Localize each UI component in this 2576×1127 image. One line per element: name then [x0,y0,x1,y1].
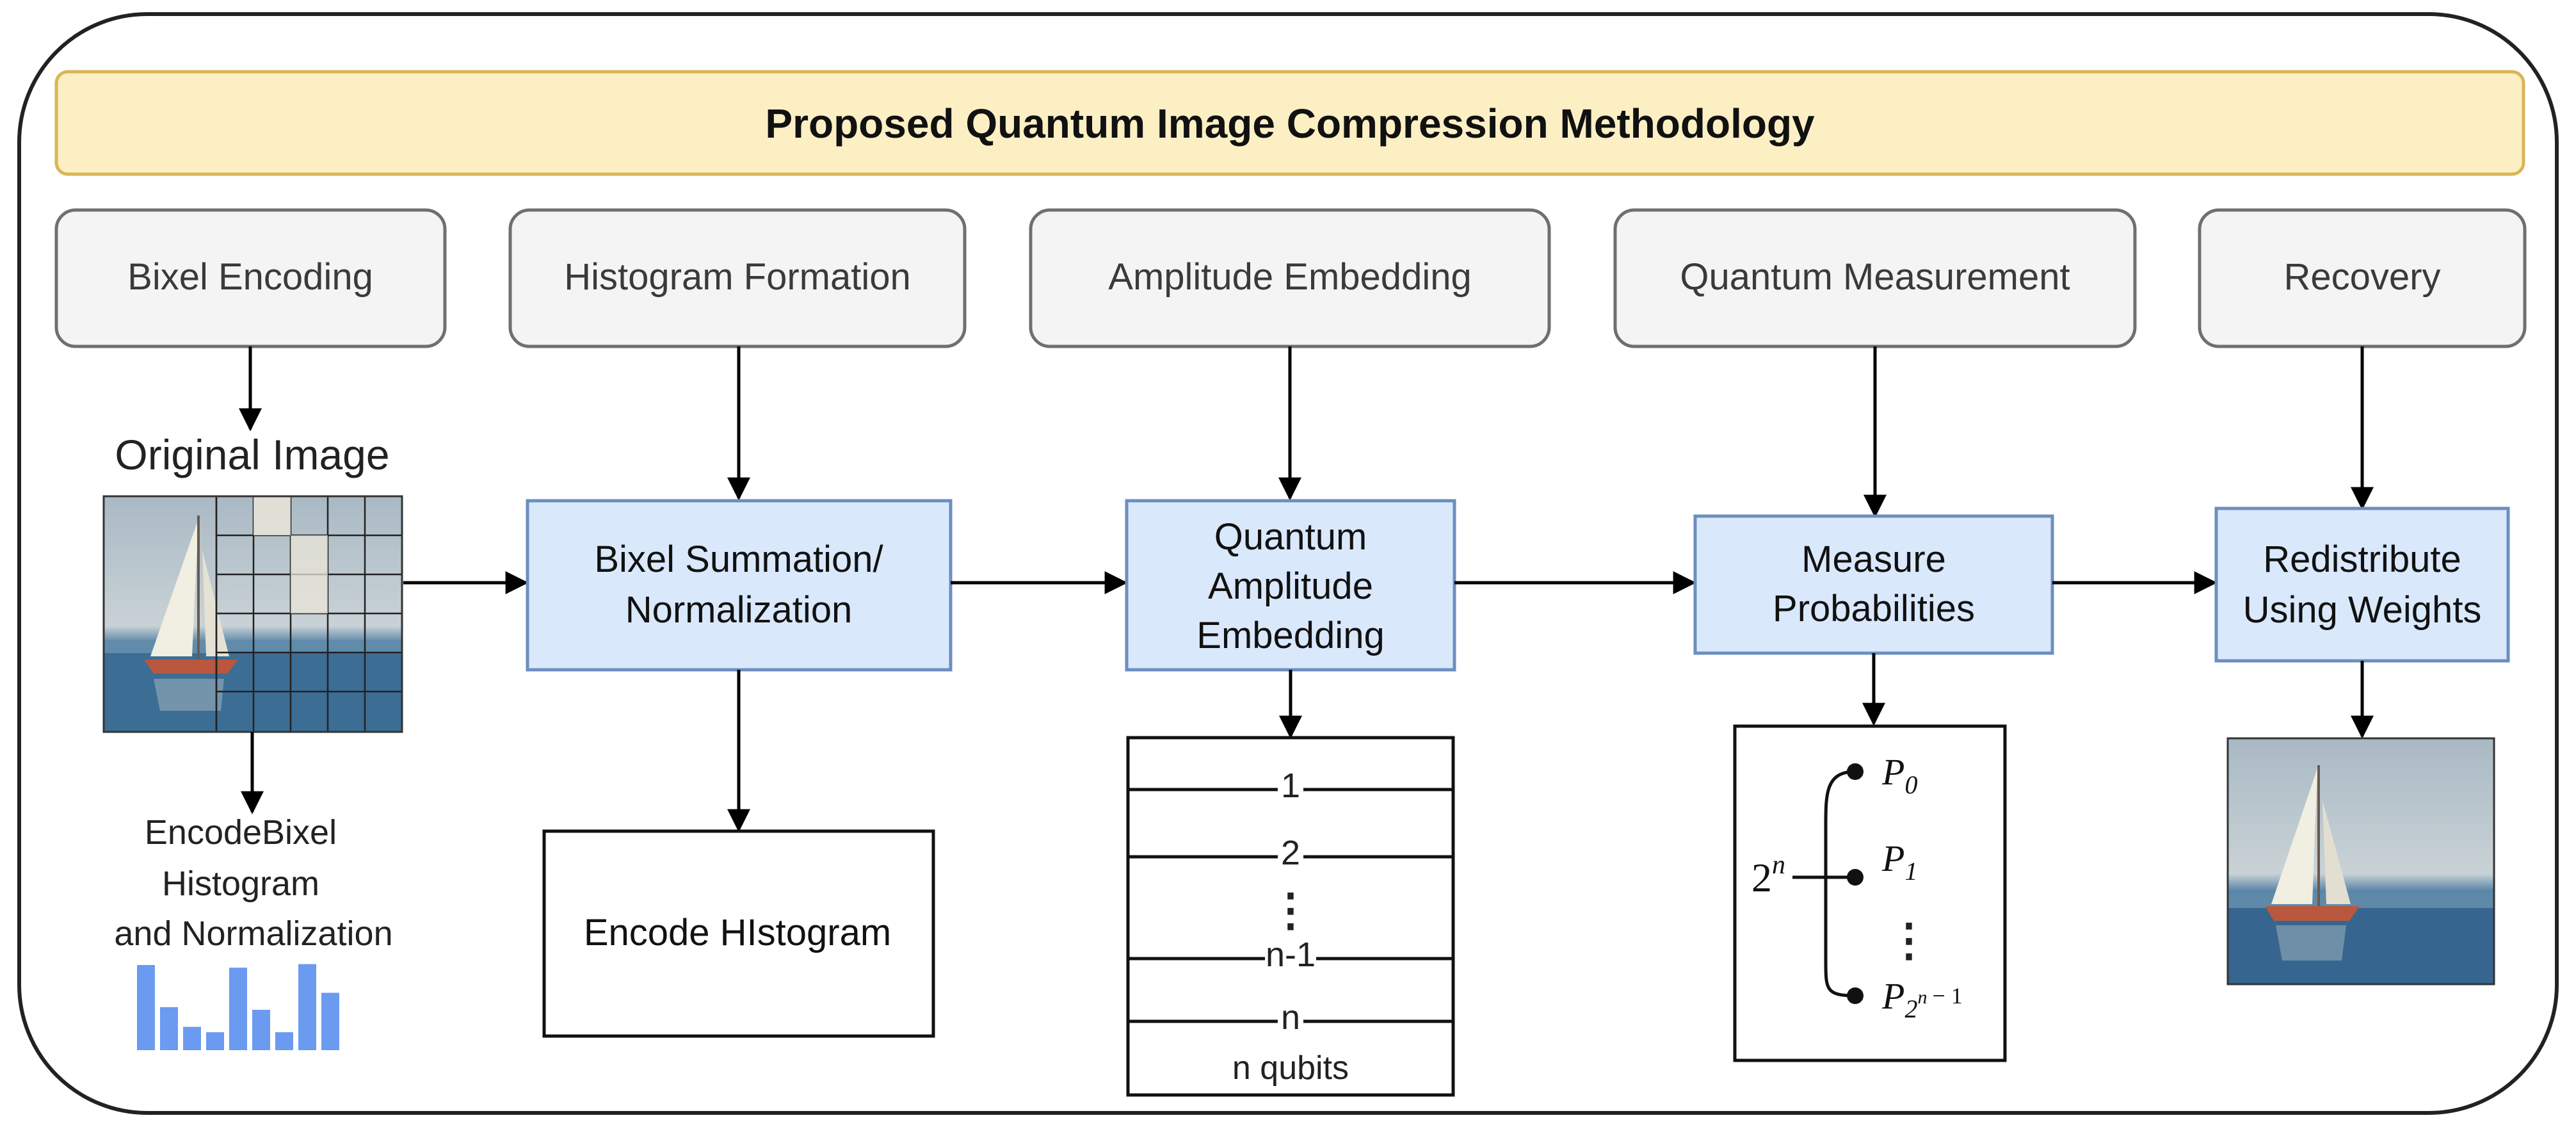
stage-bixel-encoding: Bixel Encoding [54,208,447,348]
mini-histogram [137,964,339,1050]
qubit-register: 1 2 ⋮ n-1 n n qubits [1126,736,1455,1097]
histogram-bar [229,968,247,1050]
encode-histogram-box: Encode HIstogram [542,829,935,1038]
svg-text:Recovery: Recovery [2284,256,2441,298]
svg-text:Normalization: Normalization [625,589,853,631]
stage-histogram-formation: Histogram Formation [508,208,967,348]
encode-bixel-caption: EncodeBixel Histogram and Normalization [114,813,392,953]
prob-dots: ⋮ [1887,915,1931,965]
process-quantum-amplitude-embedding: Quantum Amplitude Embedding [1125,499,1456,672]
prob-plast: P2n− 1 [1881,975,1963,1023]
stage-amplitude-embedding: Amplitude Embedding [1029,208,1551,348]
svg-text:Amplitude: Amplitude [1208,565,1373,607]
svg-text:EncodeBixel: EncodeBixel [145,813,337,852]
probability-outcomes: 2n P0 P1 ⋮ P2n− 1 [1733,724,2007,1062]
svg-text:n qubits: n qubits [1232,1050,1349,1087]
histogram-bar [206,1032,224,1050]
prob-p1: P1 [1881,838,1917,886]
svg-text:n: n [1281,998,1300,1037]
svg-text:⋮: ⋮ [1268,885,1313,935]
svg-text:Bixel Summation/: Bixel Summation/ [594,539,883,580]
svg-text:1: 1 [1281,766,1300,805]
title-banner: Proposed Quantum Image Compression Metho… [54,70,2525,176]
stage-arrows [239,346,2374,518]
process-bixel-summation: Bixel Summation/ Normalization [526,499,953,672]
svg-text:and Normalization: and Normalization [114,914,392,953]
svg-text:Quantum Measurement: Quantum Measurement [1680,256,2070,298]
original-image [102,495,403,733]
histogram-bar [252,1010,270,1050]
svg-text:Encode HIstogram: Encode HIstogram [584,912,891,953]
svg-text:Amplitude Embedding: Amplitude Embedding [1108,256,1471,298]
svg-text:Redistribute: Redistribute [2263,539,2461,580]
outcome-count-label: 2n [1751,850,1785,900]
svg-text:Embedding: Embedding [1196,615,1384,656]
histogram-bar [183,1026,201,1050]
svg-text:Using Weights: Using Weights [2243,589,2482,631]
svg-text:Bixel Encoding: Bixel Encoding [127,256,373,298]
histogram-bar [137,965,155,1050]
diagram-title: Proposed Quantum Image Compression Metho… [765,101,1815,147]
process-redistribute-using-weights: Redistribute Using Weights [2214,507,2510,663]
svg-text:Probabilities: Probabilities [1773,588,1975,629]
histogram-bar [275,1032,293,1050]
svg-text:Histogram Formation: Histogram Formation [564,256,910,298]
stage-recovery: Recovery [2198,208,2527,348]
svg-text:Histogram: Histogram [162,864,319,903]
stage-quantum-measurement: Quantum Measurement [1613,208,2137,348]
histogram-bar [160,1007,178,1050]
svg-text:2: 2 [1281,834,1300,872]
prob-p0: P0 [1881,751,1917,799]
qubit-line-labels: 1 2 ⋮ n-1 n n qubits [1232,766,1349,1087]
process-measure-probabilities: Measure Probabilities [1693,514,2054,655]
histogram-bar [298,964,316,1050]
svg-text:n-1: n-1 [1266,936,1316,974]
histogram-bar [321,993,339,1050]
original-image-label: Original Image [115,431,389,478]
recovered-image [2226,737,2495,985]
svg-text:Quantum: Quantum [1214,516,1367,558]
svg-text:Measure: Measure [1801,539,1946,580]
